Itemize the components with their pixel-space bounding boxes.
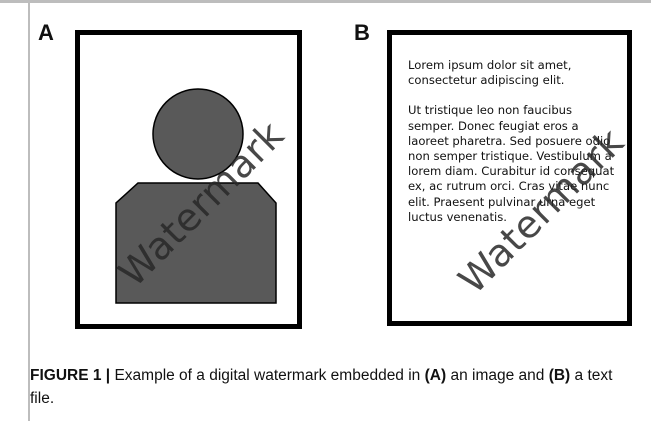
caption-ref-a: (A) [424, 367, 447, 384]
caption-ref-b: (B) [548, 367, 571, 384]
figure-caption: FIGURE 1 | Example of a digital watermar… [30, 364, 630, 410]
person-body-shape [115, 182, 277, 304]
caption-figure-label: FIGURE 1 | [30, 367, 111, 384]
text-file-content: Lorem ipsum dolor sit amet, consectetur … [408, 58, 618, 240]
panel-b-label: B [354, 20, 370, 45]
panel-b-frame: Lorem ipsum dolor sit amet, consectetur … [387, 30, 632, 326]
top-border-rule [0, 0, 651, 3]
caption-text-2: an image and [446, 367, 549, 384]
text-paragraph-2: Ut tristique leo non faucibus semper. Do… [408, 103, 615, 224]
text-paragraph-1: Lorem ipsum dolor sit amet, consectetur … [408, 58, 572, 88]
caption-text-1: Example of a digital watermark embedded … [110, 367, 425, 384]
person-silhouette-image [115, 88, 277, 304]
person-head-shape [152, 88, 244, 180]
left-border-rule [28, 0, 30, 421]
panel-a-label: A [38, 20, 54, 45]
caption-text-3: a text file. [30, 367, 613, 407]
panel-a-frame: Watermark [75, 30, 302, 329]
